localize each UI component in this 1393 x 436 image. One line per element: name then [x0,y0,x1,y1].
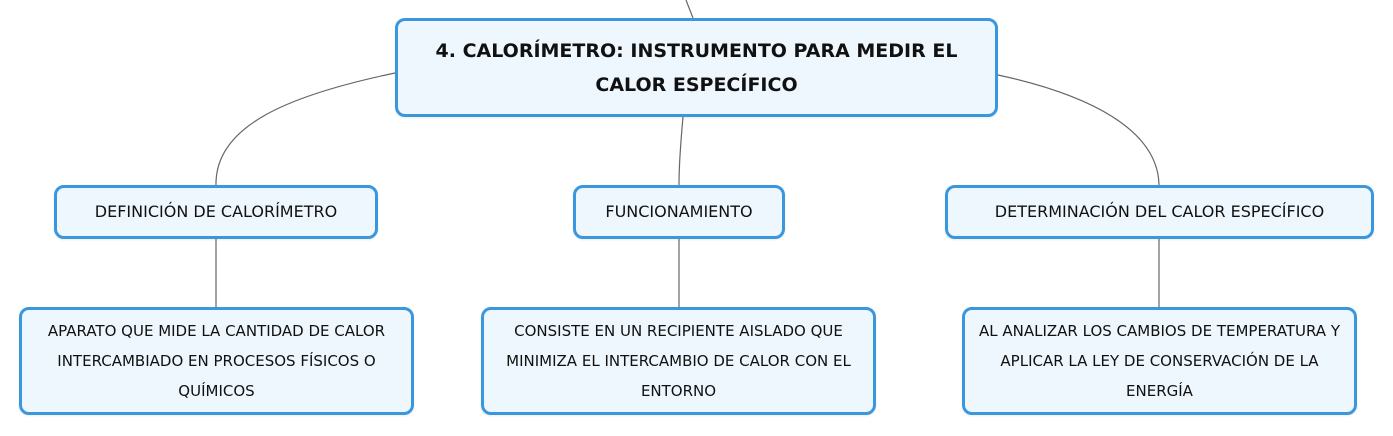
connector-root-to-definicion [215,72,396,186]
branch-label-definicion: DEFINICIÓN DE CALORÍMETRO [94,202,338,221]
branch-label-determinacion: DETERMINACIÓN DEL CALOR ESPECÍFICO [994,202,1325,221]
detail-text-determinacion: AL ANALIZAR LOS CAMBIOS DE TEMPERATURA Y… [978,322,1340,400]
connector-parent-to-root [685,0,694,19]
branch-node-determinacion[interactable]: DETERMINACIÓN DEL CALOR ESPECÍFICO [945,185,1374,239]
detail-node-definicion[interactable]: APARATO QUE MIDE LA CANTIDAD DE CALOR IN… [19,307,414,415]
root-topic-node[interactable]: 4. CALORÍMETRO: INSTRUMENTO PARA MEDIR E… [395,18,998,117]
detail-node-funcionamiento[interactable]: CONSISTE EN UN RECIPIENTE AISLADO QUE MI… [481,307,876,415]
detail-text-definicion: APARATO QUE MIDE LA CANTIDAD DE CALOR IN… [47,322,386,400]
root-topic-title: 4. CALORÍMETRO: INSTRUMENTO PARA MEDIR E… [435,39,958,96]
connector-root-to-funcionamiento [678,116,684,186]
branch-node-funcionamiento[interactable]: FUNCIONAMIENTO [573,185,785,239]
detail-text-funcionamiento: CONSISTE EN UN RECIPIENTE AISLADO QUE MI… [506,322,851,400]
branch-label-funcionamiento: FUNCIONAMIENTO [605,202,753,221]
connector-root-to-determinacion [997,74,1160,186]
detail-node-determinacion[interactable]: AL ANALIZAR LOS CAMBIOS DE TEMPERATURA Y… [962,307,1357,415]
branch-node-definicion[interactable]: DEFINICIÓN DE CALORÍMETRO [54,185,378,239]
